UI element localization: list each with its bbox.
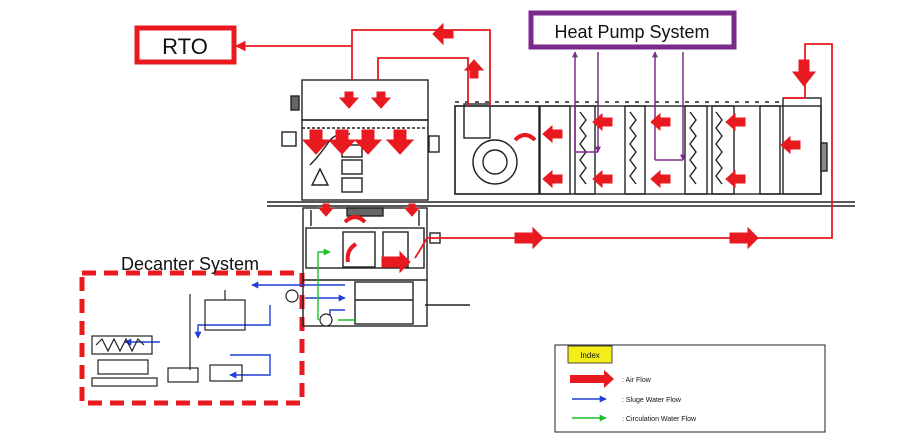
legend: Index : Air Flow : Sluge Water Flow : Ci… bbox=[554, 344, 826, 433]
heat-pump-system-box: Heat Pump System bbox=[528, 10, 737, 50]
air-handling-unit bbox=[454, 97, 828, 195]
decanter-system-box: Decanter System bbox=[79, 254, 305, 406]
legend-circulation-water-label: : Circulation Water Flow bbox=[622, 416, 697, 423]
heat-pump-system-label: Heat Pump System bbox=[554, 22, 709, 42]
circulation-water-lines bbox=[317, 248, 355, 321]
decanter-equipment bbox=[91, 289, 333, 387]
legend-sludge-water-label: : Sluge Water Flow bbox=[622, 397, 682, 404]
wet-scrubber-pit bbox=[302, 207, 441, 327]
legend-air-flow-label: : Air Flow bbox=[622, 377, 652, 384]
sludge-water-lines bbox=[124, 281, 346, 379]
legend-air-flow-icon bbox=[570, 370, 614, 388]
air-flow-arrows bbox=[301, 22, 817, 274]
air-ducts bbox=[234, 29, 833, 259]
rto-box: RTO bbox=[134, 25, 237, 65]
spray-booth bbox=[281, 79, 440, 201]
rto-label: RTO bbox=[162, 34, 208, 59]
floor-lines bbox=[267, 201, 855, 306]
decanter-system-label: Decanter System bbox=[121, 254, 259, 274]
refrigerant-lines bbox=[572, 51, 686, 161]
legend-header: Index bbox=[580, 351, 600, 360]
